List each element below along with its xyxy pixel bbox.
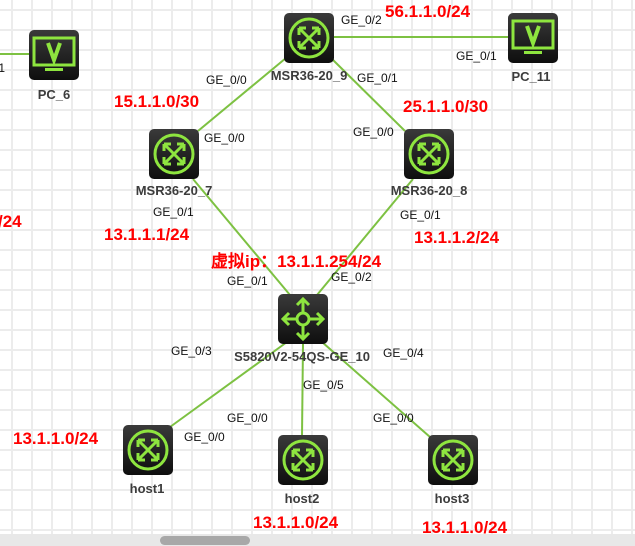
- port-label: GE_0/1: [400, 208, 441, 222]
- msr7-label: MSR36-20_7: [135, 183, 213, 198]
- port-label: GE_0/0: [373, 411, 414, 425]
- host2-device[interactable]: [278, 435, 328, 485]
- pc11-device[interactable]: [508, 13, 558, 63]
- port-label: GE_0/0: [204, 131, 245, 145]
- link-msr8-sw[interactable]: [316, 178, 414, 296]
- network-label: 13.1.1.1/24: [104, 225, 190, 244]
- network-label: /24: [0, 212, 22, 231]
- router-icon: [408, 133, 450, 175]
- network-label: 56.1.1.0/24: [385, 2, 471, 21]
- switch-icon: [280, 296, 326, 342]
- router-icon: [127, 429, 169, 471]
- msr9-label: MSR36-20_9: [270, 68, 348, 83]
- scrollbar-thumb[interactable]: [160, 536, 250, 545]
- network-label: 25.1.1.0/30: [403, 97, 489, 116]
- host3-device[interactable]: [428, 435, 478, 485]
- msr7-router[interactable]: [149, 129, 199, 179]
- port-label: GE_0/3: [171, 344, 212, 358]
- network-label: 13.1.1.0/24: [422, 518, 508, 537]
- port-label: GE_0/0: [353, 125, 394, 139]
- host1-label: host1: [129, 481, 165, 496]
- port-label: GE_0/0: [206, 73, 247, 87]
- router-icon: [282, 439, 324, 481]
- network-label: 15.1.1.0/30: [114, 92, 200, 111]
- port-label: GE_0/1: [357, 71, 398, 85]
- port-label: GE_0/0: [184, 430, 225, 444]
- msr8-router[interactable]: [404, 129, 454, 179]
- port-label: GE_0/1: [456, 49, 497, 63]
- pc-monitor-icon: [511, 19, 555, 54]
- msr9-router[interactable]: [284, 13, 334, 63]
- msr8-label: MSR36-20_8: [390, 183, 468, 198]
- pc11-label: PC_11: [511, 69, 551, 84]
- port-label: /1: [0, 61, 6, 75]
- pc6-label: PC_6: [37, 87, 71, 102]
- horizontal-scrollbar[interactable]: [0, 534, 635, 546]
- port-label: GE_0/5: [303, 378, 344, 392]
- link-msr9-msr8[interactable]: [330, 57, 406, 132]
- port-label: GE_0/4: [383, 346, 424, 360]
- network-label: 13.1.1.0/24: [13, 429, 99, 448]
- router-icon: [432, 439, 474, 481]
- network-label: 13.1.1.0/24: [253, 513, 339, 532]
- port-label: GE_0/2: [341, 13, 382, 27]
- switch-label: S5820V2-54QS-GE_10: [234, 349, 370, 364]
- link-msr7-sw[interactable]: [192, 178, 291, 296]
- host2-label: host2: [284, 491, 320, 506]
- link-sw-host3[interactable]: [321, 341, 431, 438]
- virtual-ip-label: 虚拟ip：13.1.1.254/24: [211, 252, 382, 271]
- link-msr9-msr7[interactable]: [197, 57, 287, 132]
- host1-device[interactable]: [123, 425, 173, 475]
- port-label: GE_0/1: [227, 274, 268, 288]
- router-icon: [288, 17, 330, 59]
- link-sw-host1[interactable]: [169, 341, 288, 428]
- router-icon: [153, 133, 195, 175]
- switch-device[interactable]: [278, 294, 328, 344]
- link-sw-host2[interactable]: [301, 343, 304, 437]
- pc6-device[interactable]: [29, 30, 79, 80]
- host3-label: host3: [434, 491, 470, 506]
- port-label: GE_0/1: [153, 205, 194, 219]
- network-label: 13.1.1.2/24: [414, 228, 500, 247]
- port-label: GE_0/0: [227, 411, 268, 425]
- port-label: GE_0/2: [331, 270, 372, 284]
- pc-monitor-icon: [32, 36, 76, 71]
